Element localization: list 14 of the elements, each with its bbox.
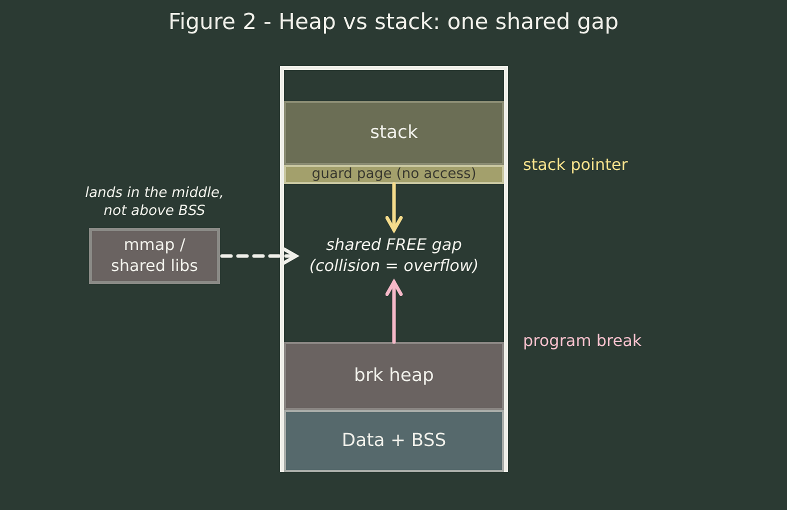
arrow (220, 247, 298, 265)
mmap-box: mmap / shared libs (89, 228, 220, 284)
annotation-text: program break (523, 331, 642, 350)
heap-region: brk heap (284, 342, 504, 410)
diagram-title: Figure 2 - Heap vs stack: one shared gap (167, 10, 620, 35)
annotation-text: stack pointer (523, 155, 628, 174)
guard-page-region: guard page (no access) (284, 165, 504, 184)
arrow (385, 182, 403, 232)
memory-region-frame (280, 66, 508, 472)
data-bss-region: Data + BSS (284, 410, 504, 472)
arrow (385, 280, 403, 344)
free-gap-label: shared FREE gap (collision = overflow) (298, 232, 490, 280)
note-text: lands in the middle, not above BSS (84, 185, 225, 220)
stack-region: stack (284, 101, 504, 165)
